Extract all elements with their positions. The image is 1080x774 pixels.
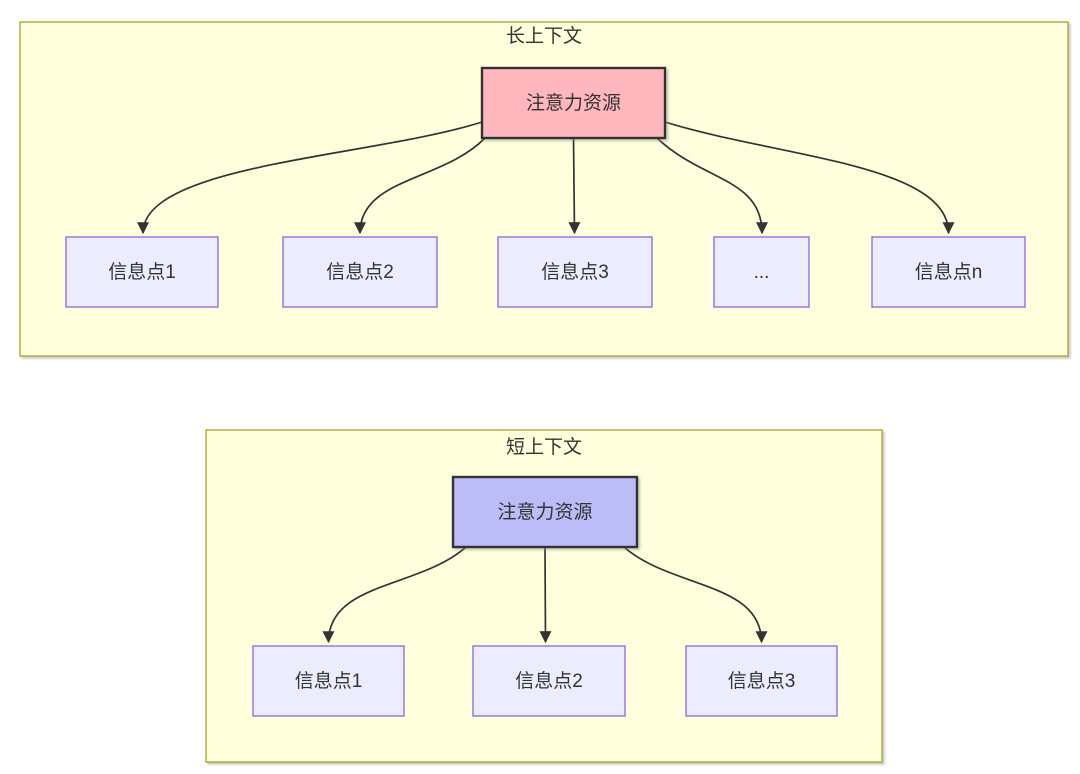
short-info-box-3 [685, 645, 838, 717]
long-info-box-n [871, 236, 1026, 308]
edge-short-attention-to-info1 [322, 546, 467, 644]
long-attention-box [480, 66, 667, 140]
short-info-node-2: 信息点2 [472, 645, 626, 717]
edge-long-attention-to-dots [656, 137, 768, 235]
long-info-box-2 [282, 236, 438, 308]
short-info-box-1 [252, 645, 405, 717]
long-info-label-3: 信息点3 [541, 261, 609, 283]
short-info-node-3: 信息点3 [685, 645, 838, 717]
long-info-label-2: 信息点2 [326, 261, 394, 283]
edge-long-attention-to-info2 [354, 137, 486, 235]
short-info-label-2: 信息点2 [515, 670, 583, 692]
long-info-box-dots [713, 236, 810, 308]
short-attention-box [451, 475, 639, 549]
short-info-label-3: 信息点3 [728, 670, 796, 692]
short-cluster-title: 短上下文 [506, 436, 582, 458]
long-info-node-3: 信息点3 [497, 236, 653, 308]
long-attention-node: 注意力资源 [480, 66, 667, 140]
long-info-label-n: 信息点n [915, 261, 983, 283]
long-cluster-title: 长上下文 [506, 25, 582, 47]
long-context-cluster: 长上下文 注意力资源 信息点1 信息点2 信息点3 ... [19, 21, 1069, 357]
edge-long-attention-to-infon [664, 121, 955, 235]
long-info-box-3 [497, 236, 653, 308]
short-info-node-1: 信息点1 [252, 645, 405, 717]
long-info-label-dots: ... [754, 262, 770, 283]
short-info-label-1: 信息点1 [295, 670, 363, 692]
long-info-node-1: 信息点1 [65, 236, 219, 308]
short-context-cluster: 短上下文 注意力资源 信息点1 信息点2 信息点3 [205, 429, 883, 763]
edge-short-attention-to-info2 [539, 546, 552, 644]
edge-long-attention-to-info3 [568, 137, 581, 235]
long-info-node-n: 信息点n [871, 236, 1026, 308]
long-info-box-1 [65, 236, 219, 308]
short-attention-node: 注意力资源 [451, 475, 639, 549]
edge-long-attention-to-info1 [137, 121, 483, 235]
long-attention-label: 注意力资源 [526, 92, 621, 114]
long-info-label-1: 信息点1 [108, 261, 176, 283]
edge-short-attention-to-info3 [623, 546, 768, 644]
short-info-box-2 [472, 645, 626, 717]
long-info-node-dots: ... [713, 236, 810, 308]
short-attention-label: 注意力资源 [497, 501, 592, 523]
long-info-node-2: 信息点2 [282, 236, 438, 308]
